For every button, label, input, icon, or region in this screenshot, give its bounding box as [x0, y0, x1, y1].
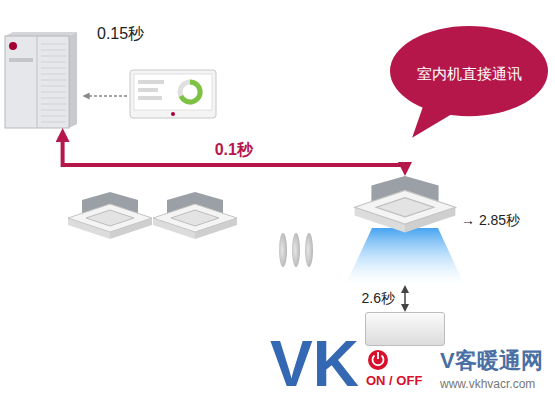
ellipsis-marks — [279, 233, 313, 267]
outdoor-unit: 0.15秒 — [5, 33, 77, 128]
cassette-unit — [153, 192, 237, 239]
edge-label: 0.1秒 — [213, 141, 255, 159]
watermark-url: www.vkhvacr.com — [440, 378, 535, 392]
screen-donut — [180, 82, 200, 102]
response-time: 0.15秒 — [97, 25, 144, 43]
signal-arrow — [84, 95, 127, 96]
cassette-unit — [355, 176, 456, 232]
connector — [404, 289, 406, 308]
bubble-text: 室内机直接通讯 — [417, 65, 522, 82]
unit-vents — [41, 116, 66, 117]
unit-vents — [41, 44, 66, 122]
watermark-text: V客暖通网 — [440, 348, 543, 373]
central-controller — [130, 70, 216, 118]
unit-vents — [41, 122, 66, 123]
controller-body — [130, 70, 216, 118]
ellipsis-marks — [279, 233, 287, 267]
screen-donut — [181, 82, 200, 102]
indoor-unit: → 2.85秒 — [355, 176, 455, 285]
airflow — [346, 228, 464, 284]
unit-side — [69, 32, 77, 128]
unit-vents — [41, 80, 66, 81]
cassette-unit — [68, 192, 152, 239]
brand-logo — [171, 112, 175, 116]
watermark-logo: VK — [270, 328, 359, 402]
outdoor-unit-drawing — [5, 32, 77, 128]
remote-controller: ON / OFF — [365, 312, 445, 346]
unit-vents — [41, 74, 66, 75]
screen-bar — [138, 88, 158, 92]
screen-bar — [138, 80, 164, 84]
unit-vents — [41, 104, 66, 105]
response-time: → 2.85秒 — [461, 212, 520, 228]
controller-screen — [134, 74, 212, 110]
unit-vents — [41, 92, 66, 93]
power-icon — [368, 350, 388, 370]
unit-plate — [9, 58, 33, 62]
connector — [63, 135, 405, 169]
unit-top — [5, 32, 77, 36]
unit-vents — [41, 56, 66, 57]
unit-vents — [41, 50, 66, 51]
unit-vents — [41, 110, 66, 111]
speech-bubble: 室内机直接通讯 — [390, 25, 548, 123]
unit-vents — [41, 68, 66, 69]
power-icon — [377, 352, 379, 359]
unit-vents — [41, 86, 66, 87]
ellipsis-marks — [305, 233, 313, 267]
screen-bar — [138, 96, 162, 100]
ellipsis-marks — [292, 233, 300, 267]
brand-logo — [9, 42, 17, 50]
power-icon — [368, 350, 388, 370]
unit-vents — [41, 98, 66, 99]
unit-vents — [41, 44, 66, 45]
bubble-body — [390, 26, 548, 116]
unit-front — [5, 36, 69, 128]
unit-divider — [37, 36, 38, 128]
edge-label: 2.6秒 — [360, 290, 397, 306]
unit-vents — [41, 62, 66, 63]
switch-label: ON / OFF — [366, 374, 422, 389]
